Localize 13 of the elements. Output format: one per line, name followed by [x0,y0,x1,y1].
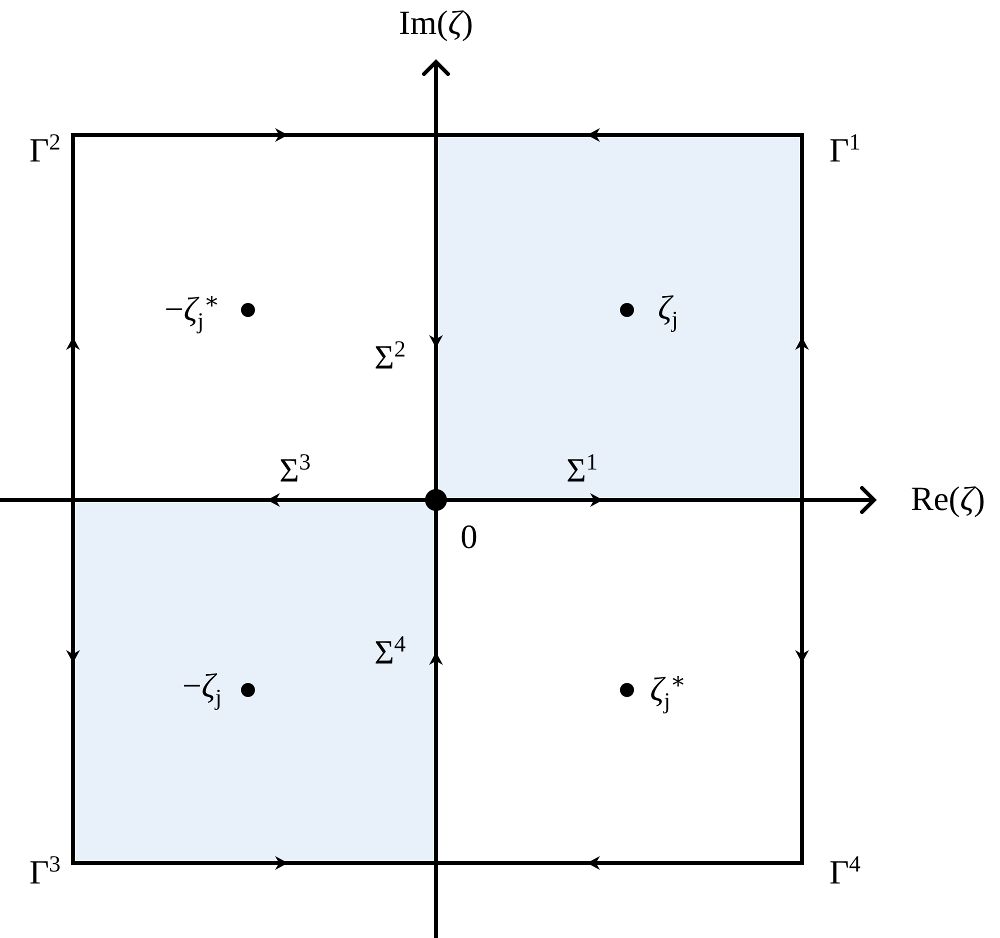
math-label: Σ$^{3}$ [279,451,311,489]
math-label: ζ$_{j}$ [658,292,678,332]
math-label: Γ$^{2}$ [29,131,61,169]
math-label: Γ$^{3}$ [29,853,61,891]
math-label: Σ$^{1}$ [566,451,598,489]
math-label: Γ$^{1}$ [829,131,861,169]
math-label: Σ$^{4}$ [374,633,406,671]
math-label: Im(ζ) [398,7,474,41]
math-label: 0 [460,521,478,555]
math-label: Re(ζ) [910,483,986,517]
math-label: −ζ$_{j}$ [182,670,222,710]
math-label: Γ$^{4}$ [829,853,861,891]
math-label: Σ$^{2}$ [374,338,406,376]
